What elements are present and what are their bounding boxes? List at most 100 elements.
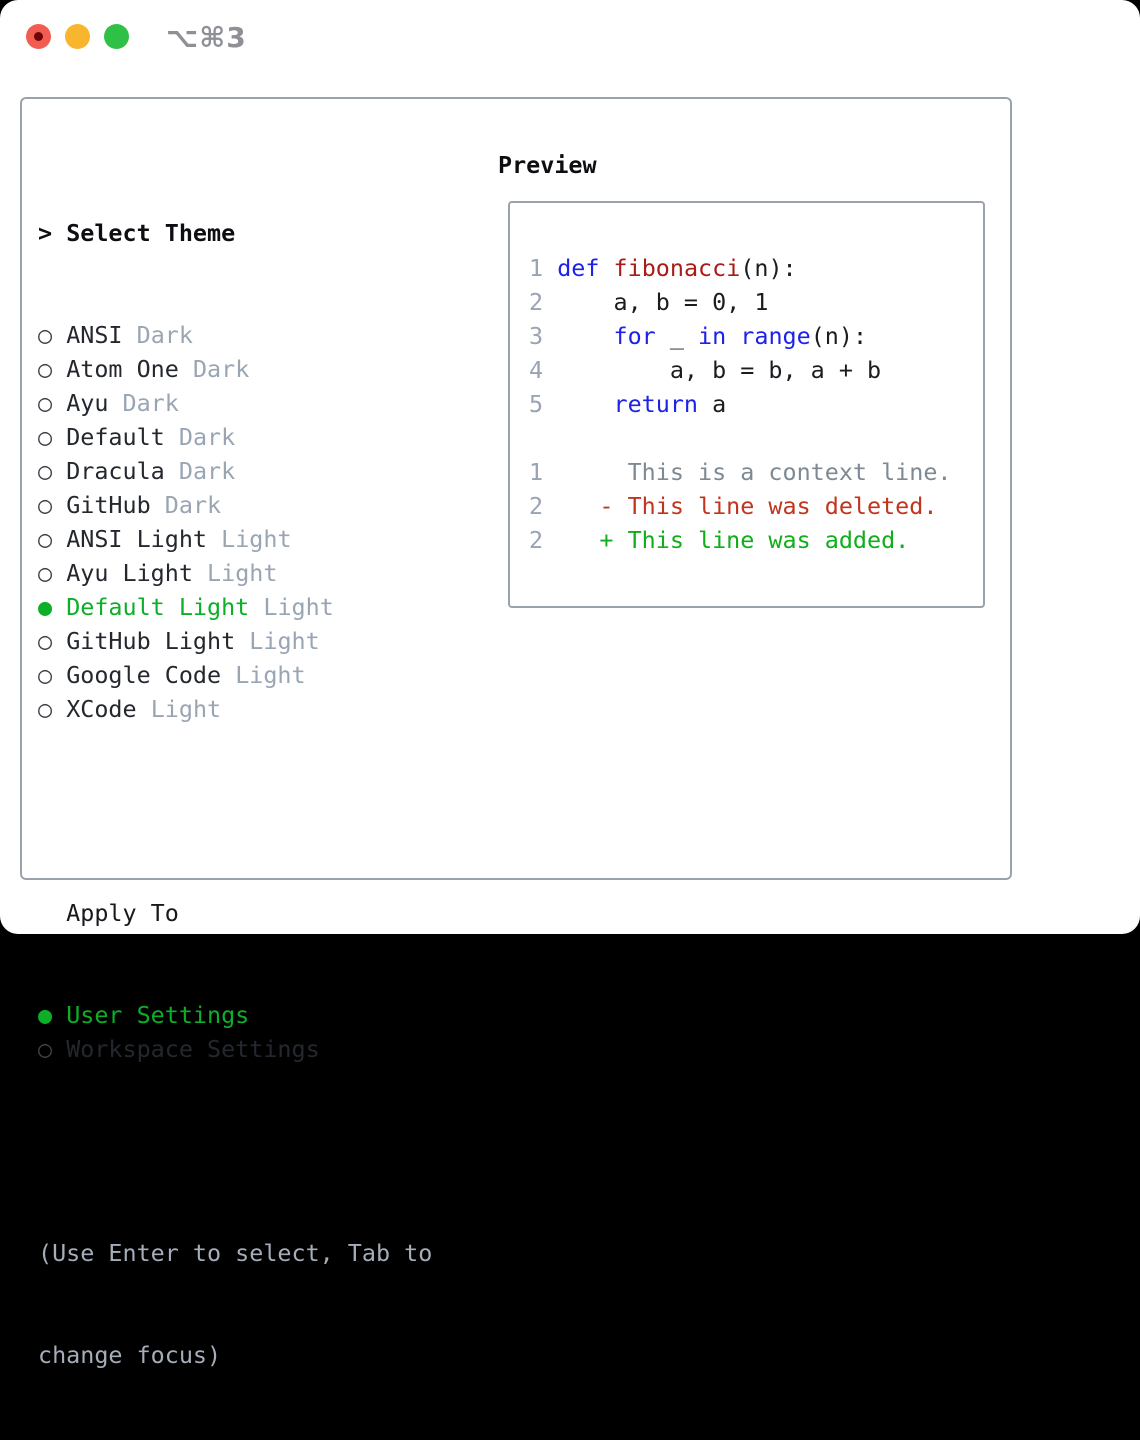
theme-variant-tag: Light xyxy=(249,627,320,655)
theme-option-label: GitHub Light xyxy=(66,627,236,655)
theme-option-label: Default Light xyxy=(66,593,250,621)
apply-to-header: Apply To xyxy=(38,896,432,930)
theme-option[interactable]: ○ Default Dark xyxy=(38,420,432,454)
theme-option-label: Ayu Light xyxy=(66,559,193,587)
theme-option-label: Google Code xyxy=(66,661,222,689)
code-line: 3 for _ in range(n): xyxy=(529,319,983,353)
radio-icon: ○ xyxy=(38,389,53,417)
code-segment xyxy=(543,390,613,418)
code-line: 2 a, b = 0, 1 xyxy=(529,285,983,319)
apply-to-option[interactable]: ● User Settings xyxy=(38,998,432,1032)
apply-to-option[interactable]: ○ Workspace Settings xyxy=(38,1032,432,1066)
code-line: 4 a, b = b, a + b xyxy=(529,353,983,387)
code-segment: in xyxy=(698,322,727,350)
main-panel: > Select Theme ○ ANSI Dark○ Atom One Dar… xyxy=(20,97,1012,1369)
code-line: 5 return a xyxy=(529,387,983,421)
theme-variant-tag: Light xyxy=(235,661,306,689)
theme-option-label: ANSI Light xyxy=(66,525,208,553)
code-segment: a xyxy=(698,390,727,418)
code-segment: for xyxy=(613,322,656,350)
code-segment: range xyxy=(740,322,811,350)
code-segment xyxy=(726,322,740,350)
code-segment: 1 xyxy=(529,458,544,486)
theme-option-label: Dracula xyxy=(66,457,165,485)
theme-option[interactable]: ○ Ayu Light Light xyxy=(38,556,432,590)
theme-variant-tag: Light xyxy=(207,559,278,587)
traffic-lights xyxy=(26,24,129,49)
theme-option[interactable]: ○ GitHub Dark xyxy=(38,488,432,522)
theme-option-label: GitHub xyxy=(66,491,151,519)
theme-variant-tag: Dark xyxy=(178,457,236,485)
theme-variant-tag: Dark xyxy=(122,389,179,417)
radio-selected-icon: ● xyxy=(38,1001,53,1029)
select-theme-header: > Select Theme xyxy=(38,216,432,250)
apply-to-option-label: Workspace Settings xyxy=(66,1035,320,1063)
hint-line-2: change focus) xyxy=(38,1341,222,1369)
theme-option-label: Ayu xyxy=(66,389,109,417)
code-segment: 5 xyxy=(529,390,544,418)
preview-title: Preview xyxy=(498,151,597,179)
zoom-button[interactable] xyxy=(104,24,129,49)
radio-icon: ○ xyxy=(38,525,53,553)
theme-option[interactable]: ○ Ayu Dark xyxy=(38,386,432,420)
theme-option[interactable]: ○ XCode Light xyxy=(38,692,432,726)
app-window: ⌥⌘3 > Select Theme ○ ANSI Dark○ Atom One… xyxy=(0,0,1140,1369)
select-theme-header-label: Select Theme xyxy=(66,219,236,247)
code-segment: a, b = 0, 1 xyxy=(543,288,769,316)
radio-icon: ○ xyxy=(38,559,53,587)
theme-option[interactable]: ○ ANSI Dark xyxy=(38,318,432,352)
apply-to-header-label: Apply To xyxy=(66,899,179,927)
theme-variant-tag: Light xyxy=(221,525,292,553)
theme-variant-tag: Light xyxy=(263,593,334,621)
code-line: 2 + This line was added. xyxy=(529,523,983,557)
code-segment: (n): xyxy=(740,254,797,282)
hint-line-1: (Use Enter to select, Tab to xyxy=(38,1239,433,1267)
close-button[interactable] xyxy=(26,24,51,49)
theme-list: ○ ANSI Dark○ Atom One Dark○ Ayu Dark○ De… xyxy=(38,318,432,726)
radio-icon: ○ xyxy=(38,1035,53,1063)
theme-option-label: XCode xyxy=(66,695,137,723)
theme-variant-tag: Dark xyxy=(192,355,250,383)
theme-option[interactable]: ○ GitHub Light Light xyxy=(38,624,432,658)
radio-icon: ○ xyxy=(38,661,53,689)
window-title: ⌥⌘3 xyxy=(166,21,247,54)
code-segment: - This line was deleted. xyxy=(543,492,938,520)
code-segment: 2 xyxy=(529,288,544,316)
theme-variant-tag: Dark xyxy=(136,321,193,349)
code-segment: 1 xyxy=(529,254,544,282)
radio-icon: ○ xyxy=(38,457,53,485)
code-segment: fibonacci xyxy=(613,254,741,282)
minimize-button[interactable] xyxy=(65,24,90,49)
theme-option[interactable]: ○ Dracula Dark xyxy=(38,454,432,488)
theme-option[interactable]: ○ Atom One Dark xyxy=(38,352,432,386)
theme-option-label: Atom One xyxy=(66,355,179,383)
code-segment: 4 xyxy=(529,356,544,384)
code-segment: This is a context line. xyxy=(543,458,952,486)
code-segment: 2 xyxy=(529,492,544,520)
code-segment: 3 xyxy=(529,322,544,350)
code-segment xyxy=(543,322,613,350)
apply-to-option-label: User Settings xyxy=(66,1001,250,1029)
theme-option[interactable]: ● Default Light Light xyxy=(38,590,432,624)
theme-option[interactable]: ○ ANSI Light Light xyxy=(38,522,432,556)
radio-icon: ○ xyxy=(38,355,53,383)
title-bar: ⌥⌘3 xyxy=(0,0,1140,72)
radio-icon: ○ xyxy=(38,627,53,655)
spacer xyxy=(38,1134,432,1168)
theme-selector: > Select Theme ○ ANSI Dark○ Atom One Dar… xyxy=(38,148,432,1440)
spacer xyxy=(38,794,432,828)
code-segment: 2 xyxy=(529,526,544,554)
code-segment: (n): xyxy=(810,322,868,350)
theme-option[interactable]: ○ Google Code Light xyxy=(38,658,432,692)
apply-to-list: ● User Settings○ Workspace Settings xyxy=(38,998,432,1066)
cursor-prompt-icon: > xyxy=(38,219,53,247)
code-segment: return xyxy=(613,390,699,418)
code-segment: def xyxy=(557,254,600,282)
theme-variant-tag: Dark xyxy=(178,423,236,451)
theme-variant-tag: Dark xyxy=(164,491,222,519)
theme-option-label: ANSI xyxy=(66,321,123,349)
code-segment: a, b = b, a + b xyxy=(543,356,882,384)
radio-selected-icon: ● xyxy=(38,593,53,621)
